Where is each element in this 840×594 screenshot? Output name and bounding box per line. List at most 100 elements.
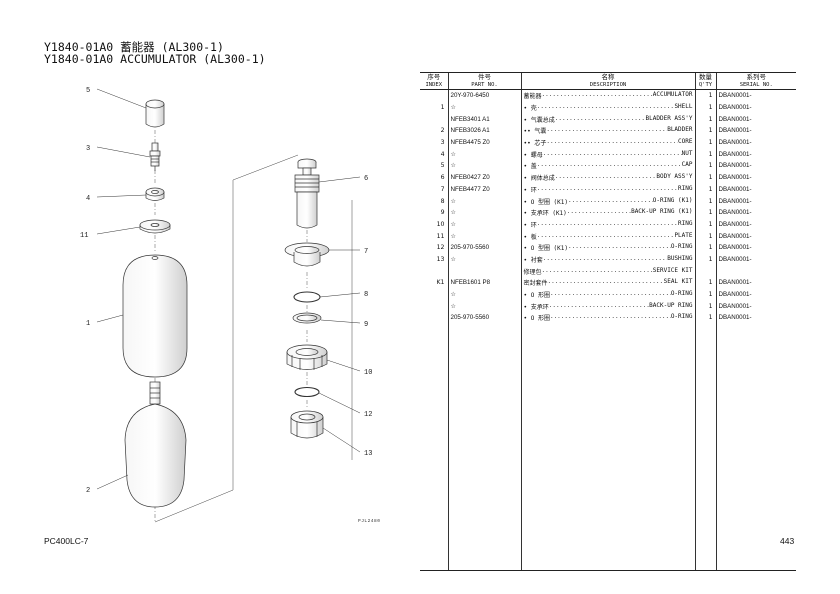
description-english: SEAL KIT: [663, 278, 693, 286]
table-row: 8☆• O 型圈 (K1)...........................…: [420, 195, 796, 207]
cell-serial-no: DBAN0001-: [715, 312, 796, 324]
cell-serial-no: DBAN0001-: [715, 148, 796, 161]
bushing-part: [290, 410, 324, 439]
callout-6: 6: [364, 175, 368, 183]
cell-qty: 1: [694, 125, 716, 137]
cell-qty: 1: [694, 218, 716, 231]
table-filler-row: [420, 323, 796, 571]
cell-qty: 1: [694, 148, 716, 161]
cell-part-no: NFEB3026 A1: [447, 125, 521, 137]
table-row: 13☆• 衬套.................................…: [420, 253, 796, 266]
description-chinese: • O 形圈: [523, 292, 550, 300]
leader-dots: ........................................…: [566, 208, 632, 216]
cell-serial-no: DBAN0001-: [715, 230, 796, 242]
cell-serial-no: [715, 265, 796, 277]
cell-index: 7: [440, 185, 445, 193]
table-row: 1☆• 壳...................................…: [420, 101, 796, 114]
description-english: NUT: [681, 149, 693, 157]
callout-12: 12: [364, 411, 372, 419]
page-number: 443: [780, 536, 795, 546]
cell-qty: 1: [694, 89, 716, 102]
leader-dots: ........................................…: [554, 173, 657, 181]
cell-description: • 螺母....................................…: [520, 148, 695, 161]
description-english: O-RING: [670, 313, 693, 321]
description-english: CORE: [678, 138, 693, 146]
title-english: Y1840-01A0 ACCUMULATOR (AL300-1): [44, 52, 266, 66]
description-english: BLADDER ASS'Y: [645, 114, 693, 122]
cell-index: 1: [440, 104, 445, 112]
description-chinese: • 壳: [523, 105, 537, 113]
cell-serial-no: DBAN0001-: [715, 277, 796, 289]
ring-part: [284, 242, 330, 267]
leader-dots: ........................................…: [541, 91, 653, 99]
callout-10: 10: [364, 369, 372, 377]
cell-description: • 支承环...................................…: [520, 300, 695, 313]
body-assy-part: [294, 158, 320, 229]
cell-description: • 衬套....................................…: [520, 253, 695, 266]
cell-description: • 板.....................................…: [520, 230, 695, 242]
cell-serial-no: DBAN0001-: [715, 125, 796, 137]
leader-dots: ........................................…: [546, 126, 668, 134]
cell-index: [420, 289, 448, 301]
o-ring-12-part: [294, 386, 320, 398]
description-english: BLADDER: [667, 126, 693, 134]
description-chinese: • 螺母: [523, 151, 543, 159]
cell-serial-no: DBAN0001-: [715, 113, 796, 126]
cell-index: 11: [436, 232, 445, 240]
leader-dots: ........................................…: [547, 278, 664, 286]
cell-part-no: ☆: [447, 230, 521, 242]
table-row: 205-970-5560• O 形圈......................…: [420, 312, 796, 324]
description-chinese: • 支承环: [523, 303, 549, 311]
cell-qty: 1: [694, 171, 716, 184]
cell-serial-no: DBAN0001-: [715, 206, 796, 219]
filler-cell: [520, 323, 695, 571]
description-chinese: 蓄能器: [523, 93, 542, 101]
description-english: BACK-UP RING: [649, 301, 693, 309]
filler-cell: [447, 323, 521, 571]
cell-part-no: NFEB4477 Z0: [447, 183, 521, 196]
leader-dots: ........................................…: [536, 184, 678, 192]
cell-qty: 1: [694, 113, 716, 126]
cell-qty: 1: [694, 101, 716, 114]
cell-part-no: ☆: [447, 218, 521, 231]
description-english: CAP: [681, 161, 693, 169]
cell-serial-no: DBAN0001-: [715, 101, 796, 114]
cell-description: • O 形圈..................................…: [520, 288, 695, 301]
cell-qty: 1: [694, 183, 716, 196]
cell-part-no: ☆: [447, 148, 521, 161]
cell-description: • 阀体总成..................................…: [520, 171, 695, 184]
cell-part-no: ☆: [447, 160, 521, 172]
cell-serial-no: DBAN0001-: [715, 171, 796, 184]
leader-dots: ........................................…: [548, 301, 649, 309]
cell-part-no: [447, 265, 521, 277]
description-chinese: • O 型圈 (K1): [523, 198, 569, 206]
backup-ring-part: [292, 312, 322, 324]
description-chinese: • 衬套: [523, 256, 543, 264]
cell-description: • 环.....................................…: [520, 218, 695, 231]
cell-index: 3: [440, 139, 445, 147]
ring-nut-part: [286, 344, 328, 370]
cell-serial-no: DBAN0001-: [715, 253, 796, 266]
cell-part-no: 20Y-970-6450: [447, 89, 521, 102]
cell-part-no: NFEB1601 P8: [447, 277, 521, 289]
cell-index: 12: [436, 244, 445, 252]
description-english: SERVICE KIT: [652, 266, 693, 274]
cell-description: • 环.....................................…: [520, 183, 695, 196]
exploded-view-diagram: 5 3 4 11 1 2 6 7 8 9 10 12 13: [80, 87, 372, 523]
leader-dots: ........................................…: [536, 219, 678, 227]
description-english: BUSHING: [667, 254, 693, 262]
cell-index: 10: [436, 220, 445, 228]
description-chinese: 密封套件: [523, 280, 548, 288]
machine-model: PC400LC-7: [44, 536, 89, 546]
cell-index: [420, 265, 448, 277]
description-english: BACK-UP RING (K1): [631, 208, 693, 216]
leader-dots: ........................................…: [554, 114, 646, 122]
cell-part-no: ☆: [447, 206, 521, 219]
cell-qty: 1: [694, 288, 716, 301]
